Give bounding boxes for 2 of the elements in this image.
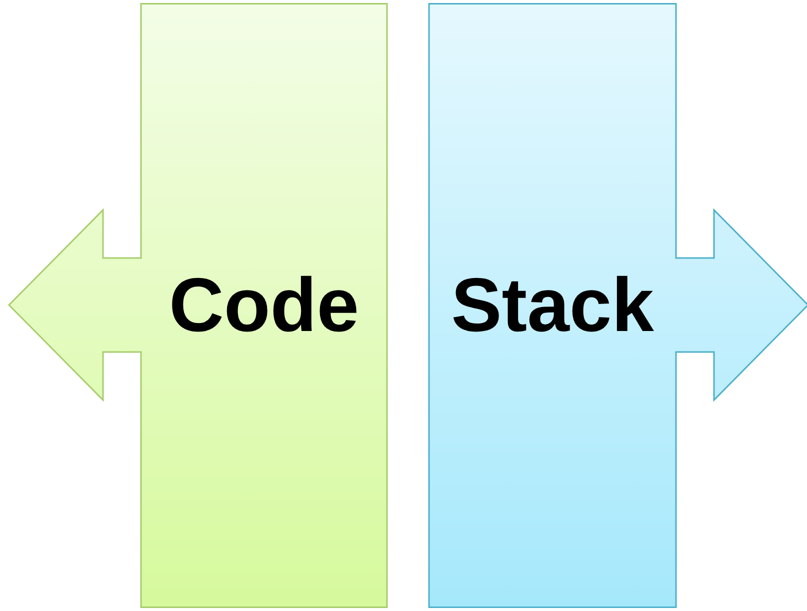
callout-label: Code	[169, 262, 359, 349]
callout-label: Stack	[451, 262, 654, 349]
